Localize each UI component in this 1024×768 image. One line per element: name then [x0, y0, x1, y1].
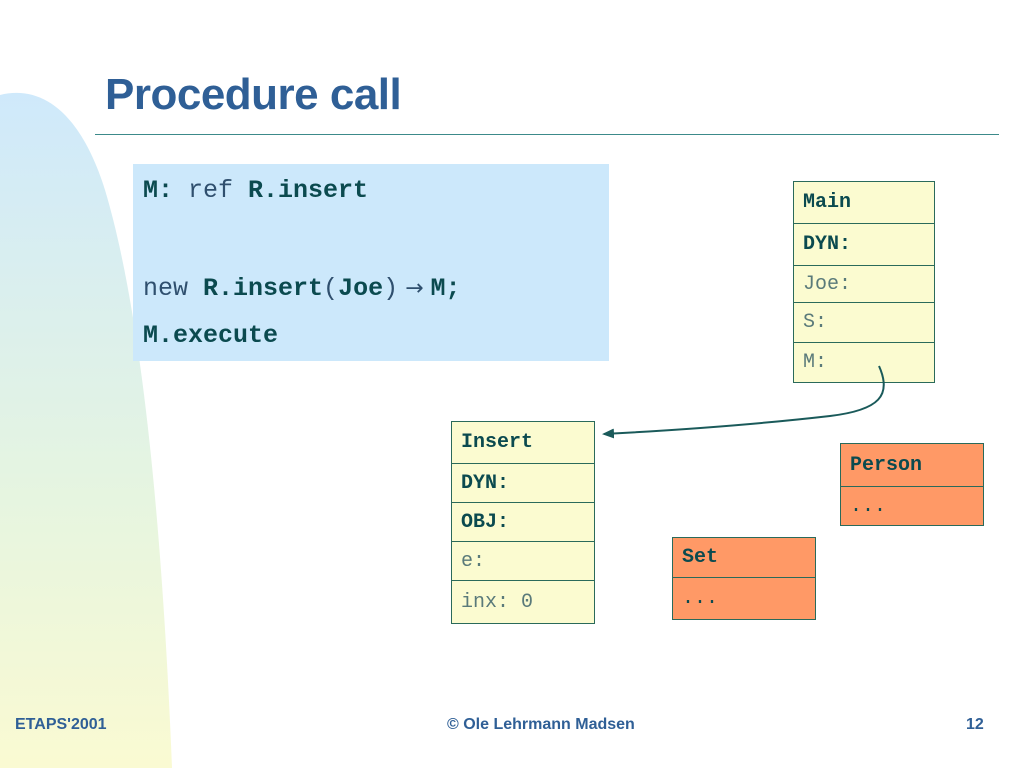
set-frame-header: Set: [673, 538, 815, 578]
main-field-m: M:: [803, 351, 828, 374]
insert-field-dyn: DYN:: [452, 464, 594, 503]
code-call-arg: Joe: [338, 274, 384, 303]
insert-field-inx: inx: 0: [461, 590, 534, 614]
title-divider: [95, 134, 999, 135]
code-paren-open: (: [323, 274, 339, 303]
footer-conference: ETAPS'2001: [15, 716, 107, 733]
code-block: M: ref R.insert new R.insert(Joe) → M; M…: [133, 164, 609, 361]
person-frame-header: Person: [841, 444, 983, 487]
code-call-name: R.insert: [203, 274, 324, 303]
code-paren-close: ): [383, 274, 399, 303]
code-line-execute: M.execute: [143, 321, 278, 350]
code-m-label: M:: [143, 176, 174, 205]
footer-copyright: © Ole Lehrmann Madsen: [447, 716, 635, 733]
person-frame-body: ...: [850, 494, 887, 518]
main-field-s: S:: [794, 303, 934, 343]
slide-title: Procedure call: [105, 70, 402, 119]
insert-field-obj: OBJ:: [452, 503, 594, 542]
insert-frame: Insert DYN: OBJ: e: inx: 0: [451, 421, 595, 624]
insert-field-e: e:: [452, 542, 594, 581]
set-frame-body: ...: [682, 587, 719, 610]
code-ref-keyword: ref: [173, 176, 249, 205]
main-frame-header: Main: [794, 182, 934, 224]
set-class-frame: Set ...: [672, 537, 816, 620]
main-field-joe: Joe:: [794, 266, 934, 303]
main-frame: Main DYN: Joe: S: M:: [793, 181, 935, 383]
code-line-declaration: M: ref R.insert: [143, 176, 368, 205]
insert-frame-header: Insert: [452, 422, 594, 464]
code-execute: M.execute: [143, 321, 279, 350]
main-field-dyn: DYN:: [794, 224, 934, 266]
code-assign-target: M;: [430, 274, 461, 303]
code-line-new: new R.insert(Joe) → M;: [143, 274, 461, 303]
code-new-keyword: new: [143, 274, 204, 303]
code-ref-target: R.insert: [248, 176, 369, 205]
person-class-frame: Person ...: [840, 443, 984, 526]
page-number: 12: [966, 716, 984, 733]
assign-arrow-icon: →: [398, 276, 431, 301]
